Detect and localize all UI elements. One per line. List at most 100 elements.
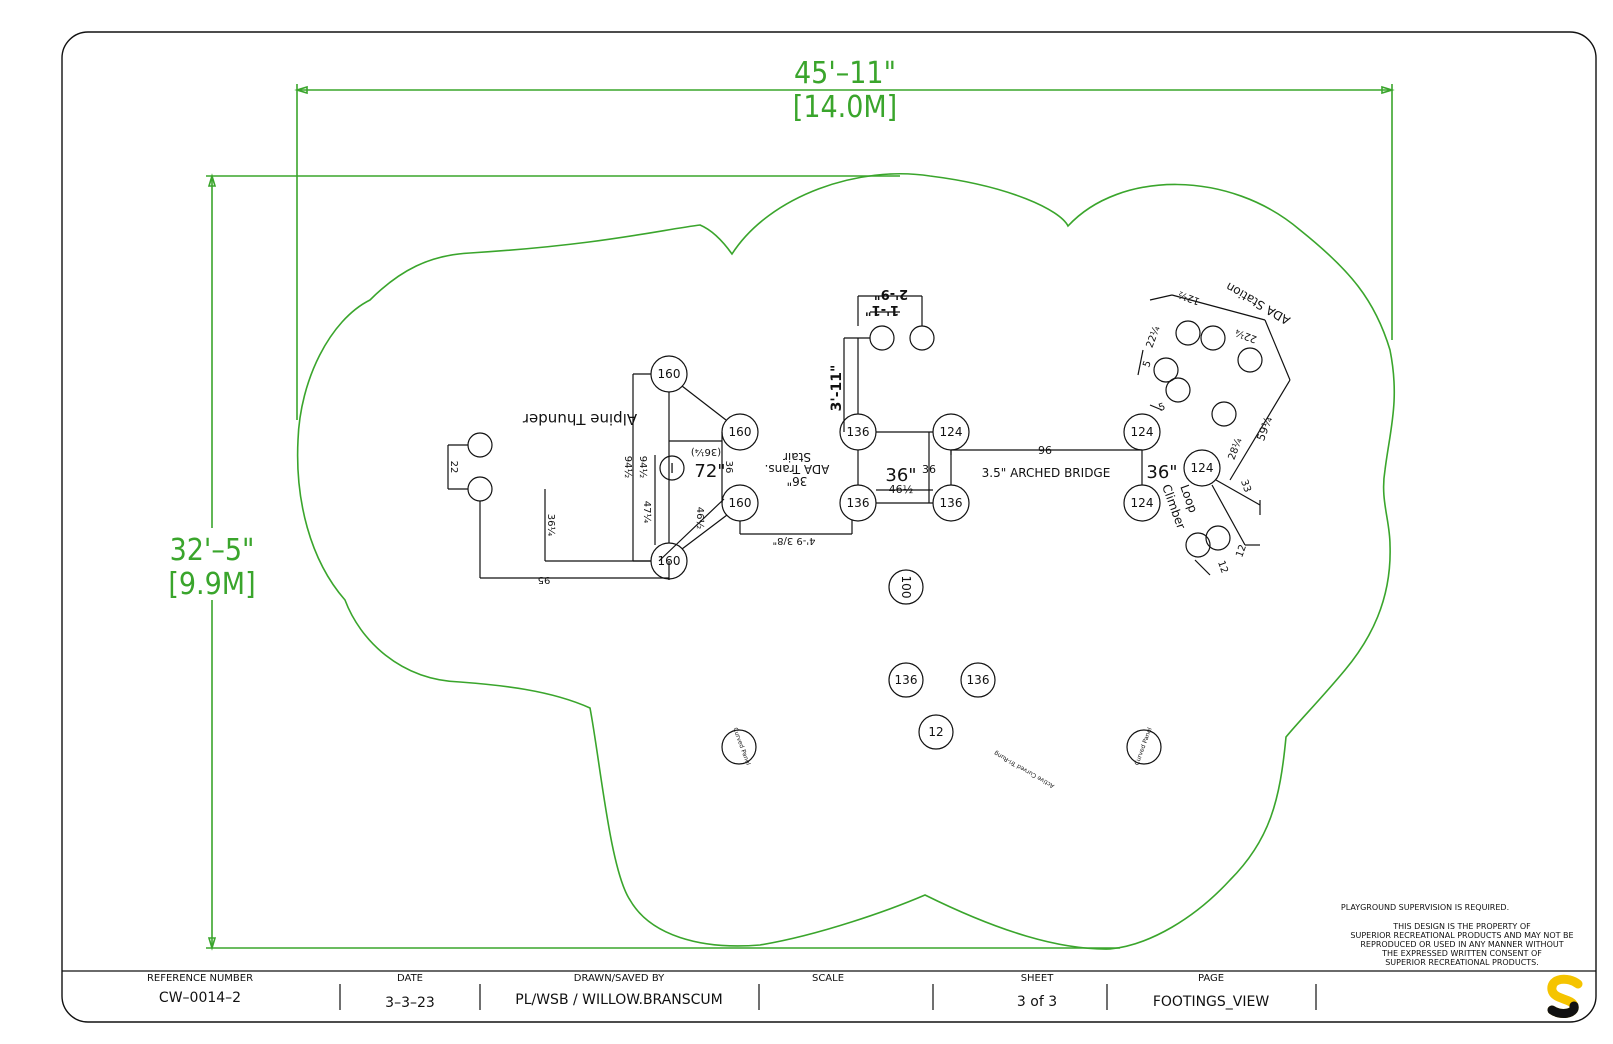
footing-136-right: [960, 662, 996, 698]
overall-depth-m: [9.9M]: [168, 567, 255, 602]
freestanding-footings: 100 136 136 12 Curved Panel Curved Panel…: [721, 569, 1162, 789]
svg-text:36": 36": [1146, 462, 1177, 483]
use-zone-boundary: [296, 172, 1396, 950]
svg-text:22: 22: [448, 461, 459, 474]
svg-text:Stair: Stair: [783, 450, 811, 464]
svg-text:22¼: 22¼: [1233, 326, 1258, 345]
svg-text:94½: 94½: [622, 456, 634, 479]
central-deck-structure: 136 124 136 136 3'-11" 1'-1" 2'-9" 36" 4…: [829, 286, 970, 522]
footing-circle: [1175, 320, 1201, 346]
svg-text:96: 96: [1038, 444, 1052, 457]
svg-text:THE EXPRESSED WRITTEN CONSENT: THE EXPRESSED WRITTEN CONSENT OF: [1381, 949, 1542, 958]
svg-text:136: 136: [847, 425, 870, 439]
footing-circle: [467, 432, 493, 458]
svg-text:28¼: 28¼: [1226, 436, 1245, 461]
footing-124-right: [1183, 449, 1221, 487]
alpine-thunder-label: Alpine Thunder: [522, 410, 637, 428]
sheet-border: [61, 31, 1597, 1023]
supervision-note: PLAYGROUND SUPERVISION IS REQUIRED.: [1341, 903, 1509, 912]
svg-text:100: 100: [899, 576, 913, 599]
footing-circle: [1205, 525, 1231, 551]
date-label: DATE: [397, 973, 423, 984]
overall-width-ft: 45'–11": [794, 56, 896, 91]
svg-text:136: 136: [847, 496, 870, 510]
sheet-value: 3 of 3: [1017, 994, 1057, 1010]
svg-text:136: 136: [967, 673, 990, 687]
footing-circle: [909, 325, 935, 351]
svg-text:SUPERIOR RECREATIONAL PRODUCTS: SUPERIOR RECREATIONAL PRODUCTS.: [1385, 958, 1539, 967]
drawn-by-value: PL/WSB / WILLOW.BRANSCUM: [515, 992, 723, 1008]
curved-panel-right: [1126, 729, 1162, 765]
ada-trans-stair-label: Stair ADA Trans. 36": [765, 450, 830, 488]
page-label: PAGE: [1198, 973, 1224, 984]
arched-bridge: 96 3.5" ARCHED BRIDGE: [950, 444, 1142, 480]
scale-label: SCALE: [812, 973, 844, 984]
svg-text:124: 124: [1131, 496, 1154, 510]
svg-text:136: 136: [895, 673, 918, 687]
slide-72-label: 72": [694, 461, 725, 482]
svg-text:36": 36": [787, 474, 808, 488]
superior-s-logo-icon: [1547, 974, 1583, 1018]
svg-text:59¼: 59¼: [1254, 415, 1275, 443]
svg-text:4'-9 3/8": 4'-9 3/8": [773, 535, 816, 546]
svg-text:33: 33: [1238, 478, 1253, 494]
footing-circle: [1165, 377, 1191, 403]
footing-circle: [1185, 532, 1211, 558]
svg-text:124: 124: [1191, 461, 1214, 475]
footing-circle: [467, 476, 493, 502]
svg-text:46½: 46½: [694, 507, 706, 530]
curved-panel-left: [721, 729, 757, 765]
svg-text:94½: 94½: [637, 456, 649, 479]
drawn-by-label: DRAWN/SAVED BY: [574, 973, 665, 984]
footing-circle: [869, 325, 895, 351]
svg-text:46½: 46½: [889, 483, 914, 496]
footing-i: [659, 455, 685, 481]
svg-text:36: 36: [723, 461, 734, 474]
svg-text:36: 36: [922, 463, 936, 476]
dim-1-1: 1'-1": [865, 302, 899, 317]
footing-136-left: [888, 662, 924, 698]
svg-text:I: I: [670, 462, 674, 477]
dim-3-11: 3'-11": [829, 365, 845, 412]
dim-2-9: 2'-9": [874, 286, 908, 301]
sheet-label: SHEET: [1021, 973, 1055, 984]
reference-number-label: REFERENCE NUMBER: [147, 973, 253, 984]
alpine-thunder-structure: 160 160 160 160 I Alpine Thunder 95 22 3: [447, 355, 853, 585]
svg-text:SUPERIOR RECREATIONAL PRODUCTS: SUPERIOR RECREATIONAL PRODUCTS AND MAY N…: [1350, 931, 1573, 940]
svg-text:REPRODUCED OR USED IN ANY MANN: REPRODUCED OR USED IN ANY MANNER WITHOUT: [1360, 940, 1563, 949]
footing-12: [918, 714, 954, 750]
activity-item-label: Active Curved Tri-Rung: [993, 749, 1056, 789]
overall-depth-dimension: 32'–5" [9.9M]: [160, 173, 1120, 951]
title-block: REFERENCE NUMBER CW–0014–2 DATE 3–3–23 D…: [62, 970, 1596, 1018]
svg-text:47¼: 47¼: [641, 501, 653, 524]
svg-text:12: 12: [1215, 559, 1230, 575]
svg-text:95: 95: [538, 574, 551, 585]
svg-text:(36¼): (36¼): [691, 446, 721, 458]
svg-text:5: 5: [1157, 401, 1167, 414]
footing-circle: [1153, 357, 1179, 383]
right-deck-structure: 124 124 124 36" ADA Station Loop Climber…: [1123, 279, 1293, 576]
footing-circle: [1237, 347, 1263, 373]
svg-text:160: 160: [658, 367, 681, 381]
svg-text:160: 160: [729, 425, 752, 439]
svg-text:36": 36": [885, 465, 916, 486]
svg-text:12: 12: [1234, 543, 1249, 559]
svg-text:136: 136: [940, 496, 963, 510]
svg-text:124: 124: [940, 425, 963, 439]
sheet-notes: PLAYGROUND SUPERVISION IS REQUIRED. THIS…: [1341, 903, 1574, 967]
svg-text:THIS DESIGN IS THE PROPERTY OF: THIS DESIGN IS THE PROPERTY OF: [1392, 922, 1531, 931]
ada-station-label: ADA Station: [1223, 279, 1292, 327]
svg-text:ADA Trans.: ADA Trans.: [765, 462, 830, 476]
footing-circle: [1211, 401, 1237, 427]
svg-text:124: 124: [1131, 425, 1154, 439]
svg-text:12: 12: [928, 725, 943, 739]
overall-width-dimension: 45'–11" [14.0M]: [294, 56, 1395, 420]
svg-text:36¼: 36¼: [545, 514, 557, 537]
svg-text:12½: 12½: [1176, 288, 1201, 307]
reference-number-value: CW–0014–2: [159, 990, 241, 1006]
footing-circle: [1200, 325, 1226, 351]
page-value: FOOTINGS_VIEW: [1153, 994, 1270, 1010]
svg-text:5: 5: [1141, 359, 1154, 369]
footing-100: [888, 569, 924, 605]
